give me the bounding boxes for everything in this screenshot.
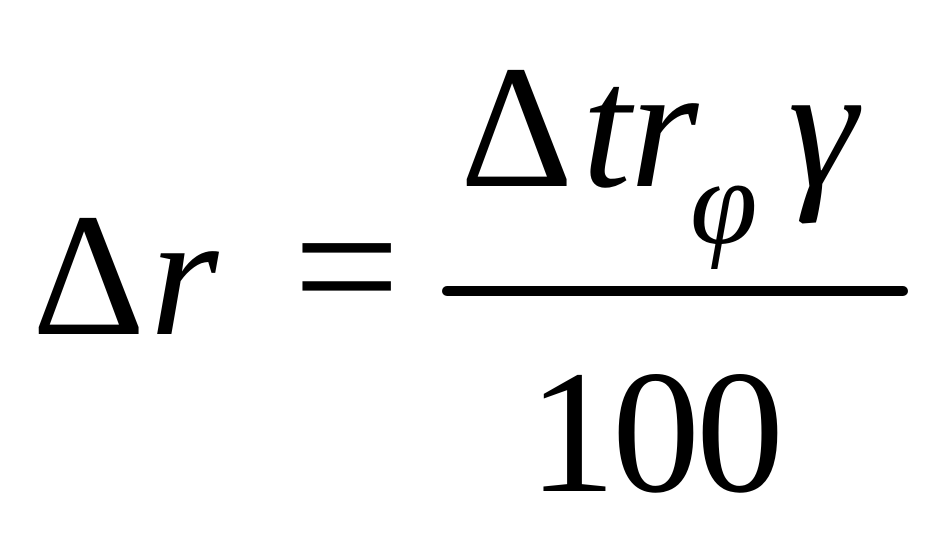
lhs-variable-r: r bbox=[150, 178, 219, 373]
numerator-delta-symbol: Δ bbox=[460, 30, 574, 225]
numerator-variable-r: r bbox=[630, 30, 699, 225]
numerator-variable-gamma: γ bbox=[788, 30, 858, 225]
lhs-delta-symbol: Δ bbox=[32, 178, 146, 373]
numerator-variable-t: t bbox=[582, 30, 631, 225]
numerator-subscript-phi: φ bbox=[690, 135, 758, 270]
fraction-bar bbox=[442, 286, 908, 296]
equals-sign: = bbox=[293, 162, 401, 372]
denominator-value: 100 bbox=[528, 335, 784, 530]
